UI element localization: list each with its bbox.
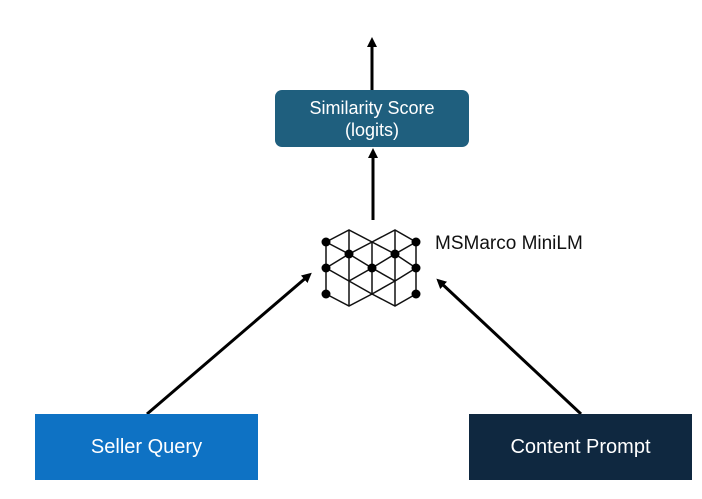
content-prompt-box: Content Prompt xyxy=(469,414,692,480)
similarity-score-box: Similarity Score (logits) xyxy=(275,90,469,147)
model-label: MSMarco MiniLM xyxy=(435,233,583,254)
similarity-score-label: Similarity Score xyxy=(309,97,435,118)
content-to-model-arrow xyxy=(436,278,583,416)
seller-query-box: Seller Query xyxy=(35,414,258,480)
seller-to-model-arrow xyxy=(146,272,312,416)
neural-network-cube-icon xyxy=(321,229,421,307)
similarity-score-sublabel: (logits) xyxy=(344,119,399,140)
seller-query-label: Seller Query xyxy=(90,435,203,458)
content-prompt-label: Content Prompt xyxy=(510,435,651,458)
